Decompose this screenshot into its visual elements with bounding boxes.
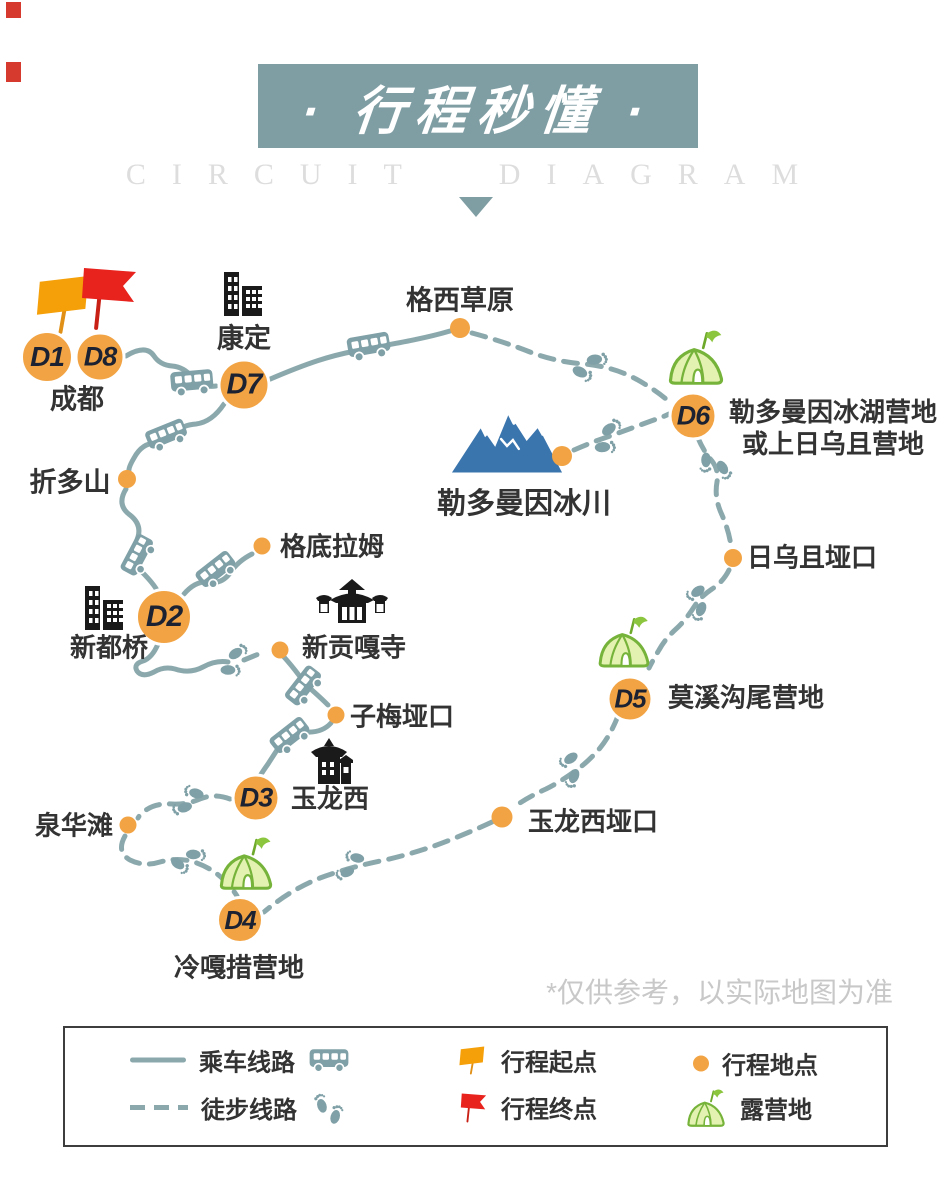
label-lenggacuo-camp: 冷嘎措营地 <box>173 952 305 983</box>
temple-icon <box>316 579 388 623</box>
day-marker-d5: D5 <box>606 675 654 723</box>
day-marker-d2: D2 <box>135 588 193 646</box>
waypoint-quanhuatan <box>119 816 137 834</box>
bus-icon <box>282 663 328 711</box>
down-triangle-icon <box>459 197 493 217</box>
bus-route-xinduqiao-gedilamu <box>181 551 255 597</box>
tent-icon <box>668 328 724 385</box>
label-quanhuatan: 泉华滩 <box>34 810 114 841</box>
legend-hike-route-label: 徒步线路 <box>201 1096 297 1124</box>
label-gedilamu: 格底拉姆 <box>279 531 385 562</box>
page-title: · 行程秒懂 · <box>298 82 657 141</box>
day-marker-d4: D4 <box>216 896 264 944</box>
label-leduo-camp-line1: 勒多曼因冰湖营地 <box>728 397 937 427</box>
legend-start-label: 行程起点 <box>501 1049 597 1077</box>
label-gexicaoyuan: 格西草原 <box>406 285 514 316</box>
end-flag-icon <box>82 268 136 331</box>
waypoint-dot-icon <box>693 1055 709 1071</box>
screen-edge-artifact <box>6 62 21 82</box>
label-yulongxiyakou: 玉龙西垭口 <box>527 806 659 837</box>
legend-campsite: 露营地 <box>685 1087 812 1127</box>
label-leduo-glacier: 勒多曼因冰川 <box>436 488 612 520</box>
legend-bus-route: 乘车线路 <box>130 1043 350 1078</box>
label-zimeiyakou: 子梅垭口 <box>349 701 455 732</box>
bus-icon <box>345 330 393 364</box>
day-marker-d3: D3 <box>231 773 281 823</box>
legend-campsite-label: 露营地 <box>740 1096 812 1124</box>
label-kangding: 康定 <box>217 323 271 354</box>
footprints-icon <box>332 848 368 882</box>
city-building-icon <box>85 586 123 630</box>
day-marker-d1: D1 <box>20 330 74 384</box>
glacier-mountain-icon <box>450 412 564 474</box>
label-moxigouwei-camp: 莫溪沟尾营地 <box>667 682 825 713</box>
legend-start: 行程起点 <box>458 1043 597 1078</box>
screen-edge-artifact <box>6 2 21 18</box>
waypoint-riwuqieyakou <box>724 549 742 567</box>
waypoint-gedilamu <box>253 537 271 555</box>
legend-end-label: 行程终点 <box>501 1096 597 1124</box>
waypoint-gexicaoyuan <box>450 318 470 338</box>
bus-icon <box>143 416 191 456</box>
hike-route-d6-riwuqie <box>695 435 734 549</box>
label-xinduqiao: 新都桥 <box>69 632 149 663</box>
hike-route-riwuqie-d5 <box>646 567 732 671</box>
legend-hike-route: 徒步线路 <box>130 1089 346 1125</box>
legend-waypoint: 行程地点 <box>693 1046 818 1081</box>
waypoint-yulongxiyakou <box>491 806 513 828</box>
footprints-icon <box>674 578 721 626</box>
waypoint-zheduoshan <box>118 470 136 488</box>
label-riwuqieyakou: 日乌且垭口 <box>746 542 878 573</box>
waypoint-glacier <box>552 446 572 466</box>
disclaimer-note: *仅供参考，以实际地图为准 <box>546 977 893 1008</box>
page-subtitle: CIRCUIT DIAGRAM <box>125 158 825 191</box>
day-marker-d8: D8 <box>74 331 126 383</box>
legend-end: 行程终点 <box>458 1090 597 1125</box>
label-leduo-camp: 勒多曼因冰湖营地 或上日乌且营地 <box>727 396 939 460</box>
bus-icon <box>169 368 215 398</box>
hike-route-d2-xingongga <box>241 648 269 663</box>
start-flag-icon <box>459 1045 485 1075</box>
hike-route-glacier-d6 <box>571 411 672 453</box>
footprints-icon <box>310 1089 346 1125</box>
title-banner: · 行程秒懂 · <box>258 64 698 148</box>
day-marker-d7: D7 <box>217 358 271 412</box>
label-zheduoshan: 折多山 <box>29 467 111 498</box>
dashed-line-sample <box>130 1104 188 1110</box>
bus-icon <box>193 548 241 594</box>
hike-route-gexi-d6 <box>469 330 669 402</box>
city-building-icon <box>224 272 262 316</box>
label-yulongxi: 玉龙西 <box>290 783 370 814</box>
legend-box: 乘车线路 徒步线路 行程起点 行程终点 行程地点 露营地 <box>63 1026 888 1147</box>
hike-route-d5-yulongxiyakou <box>511 713 621 810</box>
day-marker-d6: D6 <box>668 391 718 441</box>
label-leduo-camp-line2: 或上日乌且营地 <box>741 429 924 459</box>
waypoint-xingonggasi <box>271 641 289 659</box>
hike-route-yulongxiyakou-d4 <box>261 819 495 915</box>
solid-line-sample <box>130 1057 186 1063</box>
label-xingonggasi: 新贡嘎寺 <box>301 632 407 663</box>
tent-icon <box>598 615 650 668</box>
bus-route-xinduqiao-south <box>133 641 231 678</box>
hike-route-d3-quanhuatan <box>135 793 233 821</box>
legend-waypoint-label: 行程地点 <box>722 1052 818 1080</box>
legend-bus-route-label: 乘车线路 <box>199 1049 295 1077</box>
tent-icon <box>687 1088 725 1127</box>
label-chengdu: 成都 <box>50 384 104 415</box>
tent-icon <box>219 835 273 890</box>
waypoint-zimeiyakou <box>327 706 345 724</box>
bus-icon <box>308 1047 350 1073</box>
end-flag-icon <box>460 1092 487 1123</box>
bus-icon <box>118 531 160 581</box>
